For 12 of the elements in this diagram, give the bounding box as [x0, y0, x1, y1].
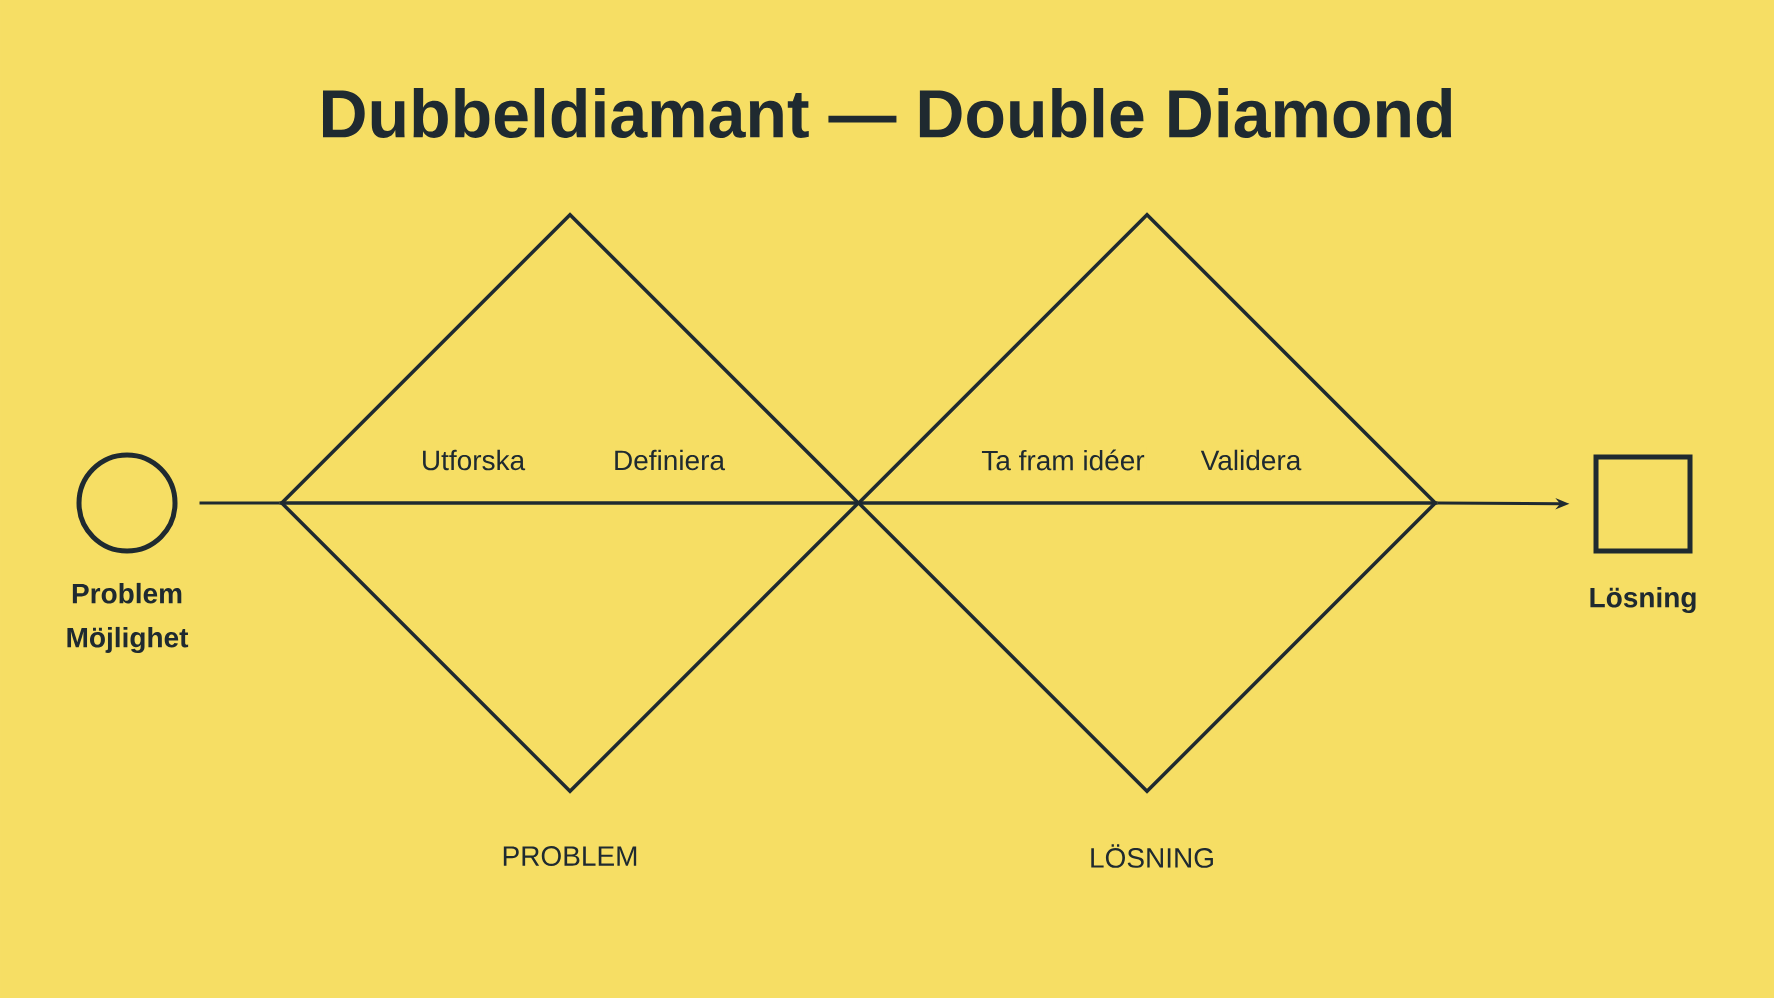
start-circle: [76, 452, 178, 554]
stage-label: Definiera: [611, 447, 728, 473]
node-caption: Lösning: [1590, 586, 1696, 614]
stage-label: Utforska: [418, 447, 528, 473]
node-caption: Problem Möjlighet: [67, 582, 189, 654]
connector-line: [199, 501, 280, 505]
phase-label: PROBLEM: [503, 846, 637, 866]
phase-label: LÖSNING: [1091, 844, 1213, 868]
end-square: [1593, 454, 1693, 554]
stage-label: Validera: [1198, 447, 1304, 473]
stage-label: Ta fram idéer: [979, 447, 1147, 473]
title: Dubbeldiamant — Double Diamond: [323, 88, 1452, 138]
